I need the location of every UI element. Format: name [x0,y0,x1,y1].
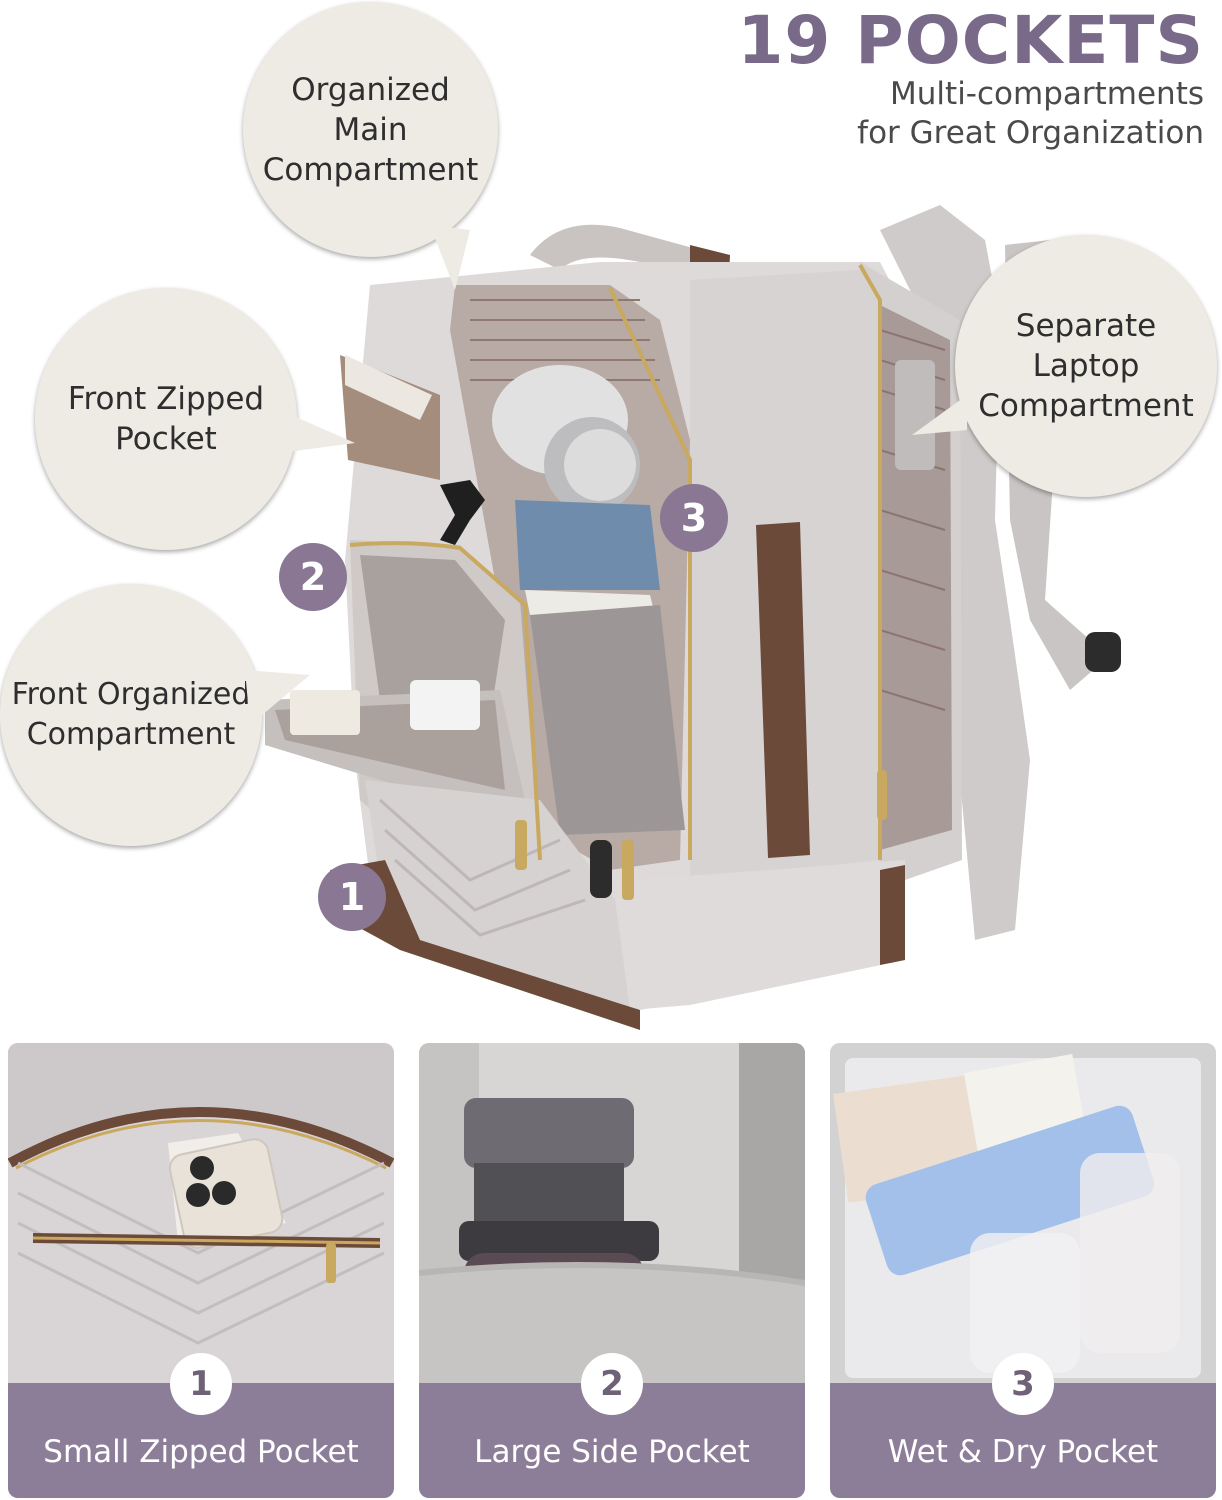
panel-2-caption: Large Side Pocket [474,1434,750,1470]
panel-1-number: 1 [170,1353,232,1415]
callout-laptop-line-1: Separate [1015,308,1157,344]
headline-title: 19 POCKETS [737,2,1204,79]
marker-1: 1 [318,863,386,931]
panel-3-caption: Wet & Dry Pocket [887,1434,1159,1470]
callout-front-organized-line-1: Front Organized [11,677,251,712]
callout-laptop-tail [912,395,967,435]
panel-large-side-pocket: 2 Large Side Pocket [419,1043,805,1498]
callout-front-organized-line-2: Compartment [26,717,236,752]
panel-small-zipped-pocket: 1 Small Zipped Pocket [8,1043,394,1498]
callout-main-line-3: Compartment [262,151,479,188]
marker-2: 2 [279,543,347,611]
callout-laptop-line-2: Laptop [1032,348,1140,384]
panel-3-number: 3 [992,1353,1054,1415]
panel-2-number: 2 [581,1353,643,1415]
marker-3: 3 [660,484,728,552]
small-pocket-photo [8,1043,394,1383]
panel-1-caption: Small Zipped Pocket [43,1434,359,1470]
callout-front-zipped-tail [280,410,355,453]
callout-front-zipped-line-2: Pocket [115,421,217,457]
wet-dry-pocket-photo [830,1043,1216,1383]
callout-main-compartment: Organized Main Compartment [243,2,498,257]
callout-main-line-2: Main [333,111,408,148]
strap-buckle-icon [1085,632,1121,672]
panel-wet-dry-pocket: 3 Wet & Dry Pocket [830,1043,1216,1498]
callout-laptop-line-3: Compartment [978,388,1194,424]
callout-front-organized: Front Organized Compartment [0,584,262,846]
side-pocket-photo [419,1043,805,1383]
callout-front-organized-tail [245,670,310,725]
subtitle-line-1: Multi-compartments [890,76,1204,112]
callout-main-line-1: Organized [291,71,450,108]
callout-main-tail [430,225,470,290]
callout-front-zipped-pocket: Front Zipped Pocket [35,288,297,550]
subtitle-line-2: for Great Organization [857,115,1204,151]
backpack-illustration [265,205,1121,1030]
callout-laptop-compartment: Separate Laptop Compartment [955,235,1217,497]
callout-front-zipped-line-1: Front Zipped [67,381,265,417]
